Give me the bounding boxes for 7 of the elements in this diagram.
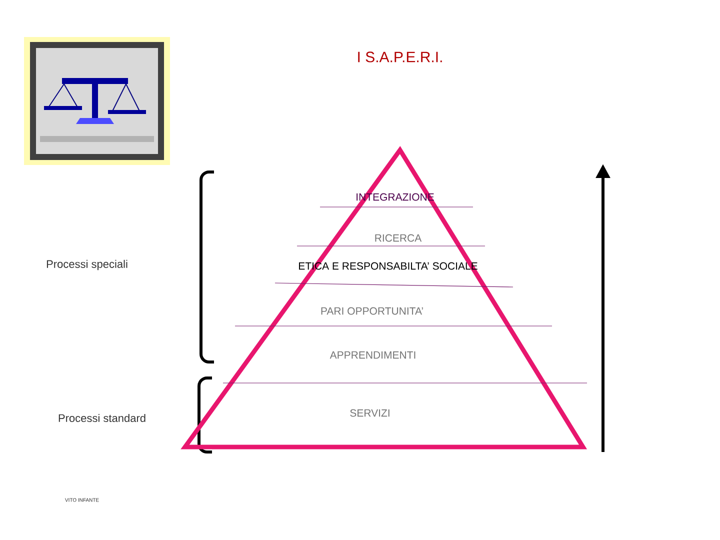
side-label: Processi standard	[58, 414, 146, 422]
title: I S.A.P.E.R.I.	[358, 52, 442, 62]
side-label: Processi speciali	[46, 260, 128, 270]
level-label: APPRENDIMENTI	[330, 351, 416, 359]
level-label: SERVIZI	[350, 409, 390, 417]
level-label: RICERCA	[375, 234, 422, 242]
level-label: PARI OPPORTUNITA’	[321, 307, 423, 315]
